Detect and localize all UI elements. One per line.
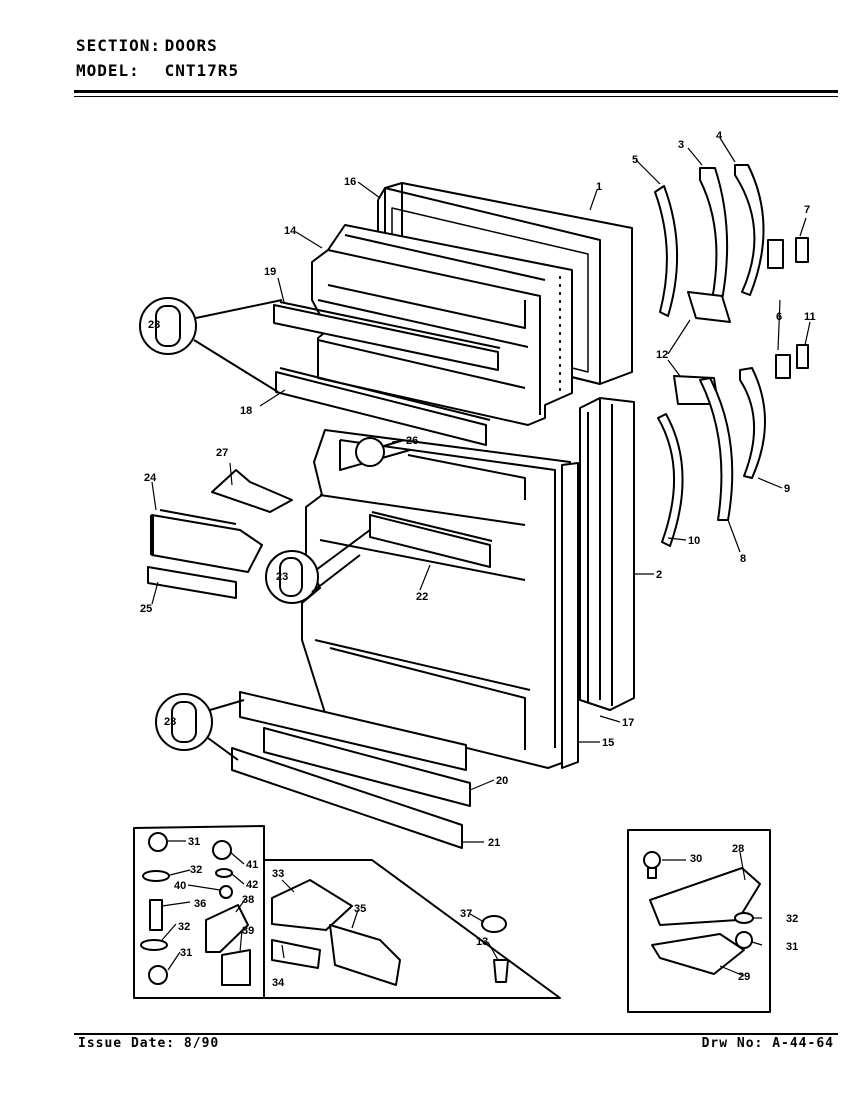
hinge-bracket-12a xyxy=(687,291,731,323)
callout-38: 38 xyxy=(242,894,254,906)
callout-13: 13 xyxy=(476,936,488,948)
callout-5: 5 xyxy=(632,154,638,166)
callout-34: 34 xyxy=(272,977,285,989)
shelf-bar-21 xyxy=(231,747,463,849)
callout-23-mid: 23 xyxy=(276,571,288,583)
part-11 xyxy=(796,344,809,369)
hinge-cover-10 xyxy=(657,413,684,547)
header-rule xyxy=(74,90,838,93)
shelf-bar-20 xyxy=(239,691,471,807)
callout-36: 36 xyxy=(194,898,206,910)
callout-6: 6 xyxy=(776,311,782,323)
dairy-door-24 xyxy=(150,509,263,573)
callout-31-bottom: 31 xyxy=(180,947,192,959)
callout-41: 41 xyxy=(246,859,258,871)
detail-23-mid xyxy=(265,529,371,604)
fresh-food-door-outer xyxy=(579,397,635,711)
callout-39: 39 xyxy=(242,925,254,937)
callout-3: 3 xyxy=(678,139,684,151)
callout-26: 26 xyxy=(406,435,418,447)
callout-1: 1 xyxy=(596,181,602,193)
door-strip-15 xyxy=(561,462,579,769)
callout-18: 18 xyxy=(240,405,252,417)
callout-27: 27 xyxy=(216,447,228,459)
detail-23-bottom xyxy=(155,693,245,761)
part-6a xyxy=(767,239,784,269)
freezer-shelf-bar-19 xyxy=(273,301,501,371)
callout-12: 12 xyxy=(656,349,668,361)
callout-15: 15 xyxy=(602,737,614,749)
model-value: CNT17R5 xyxy=(164,61,240,80)
callout-4: 4 xyxy=(716,130,723,142)
section-heading: SECTION: DOORS xyxy=(76,36,218,55)
butter-dish-27 xyxy=(211,469,293,513)
callout-21: 21 xyxy=(488,837,500,849)
issue-date: Issue Date: 8/90 xyxy=(78,1036,220,1051)
hinge-4 xyxy=(734,164,765,296)
callout-11: 11 xyxy=(804,311,816,323)
callout-29: 29 xyxy=(738,971,750,983)
drawing-number: Drw No: A-44-64 xyxy=(701,1036,834,1051)
callout-7: 7 xyxy=(804,204,810,216)
callout-8: 8 xyxy=(740,553,746,565)
callout-40: 40 xyxy=(174,880,186,892)
callout-42: 42 xyxy=(246,879,258,891)
hinge-cover-5 xyxy=(654,185,679,317)
detail-23-top xyxy=(139,297,283,393)
section-label: SECTION: xyxy=(76,36,162,55)
header-rule-thin xyxy=(74,96,838,97)
dairy-bar-22 xyxy=(369,511,493,568)
callout-14: 14 xyxy=(284,225,297,237)
callout-31-right: 31 xyxy=(786,941,798,953)
model-label: MODEL: xyxy=(76,61,140,80)
model-heading: MODEL: CNT17R5 xyxy=(76,61,239,80)
callout-33: 33 xyxy=(272,868,284,880)
part-6 xyxy=(775,354,791,379)
callout-30: 30 xyxy=(690,853,702,865)
footer-rule xyxy=(74,1033,838,1035)
small-parts-box-left xyxy=(133,825,561,999)
callout-24: 24 xyxy=(144,472,157,484)
freezer-shelf-bar-18 xyxy=(275,367,491,446)
section-value: DOORS xyxy=(164,36,218,55)
leader-lines xyxy=(151,137,811,977)
callout-31-top: 31 xyxy=(188,836,200,848)
callout-17: 17 xyxy=(622,717,634,729)
callout-19: 19 xyxy=(264,266,276,278)
detail-26 xyxy=(355,437,405,467)
callout-35: 35 xyxy=(354,903,366,915)
callout-16: 16 xyxy=(344,176,356,188)
callout-labels: 1 2 3 4 5 6 7 8 9 10 11 12 13 14 15 16 1… xyxy=(140,130,816,989)
callout-32-top: 32 xyxy=(190,864,202,876)
label-25 xyxy=(147,566,237,599)
callout-23-bottom: 23 xyxy=(164,716,176,728)
callout-23-top: 23 xyxy=(148,319,160,331)
callout-10: 10 xyxy=(688,535,700,547)
freezer-door-liner xyxy=(311,224,573,426)
callout-32-right: 32 xyxy=(786,913,798,925)
hinge-8 xyxy=(699,377,734,521)
callout-32-bottom: 32 xyxy=(178,921,190,933)
callout-37: 37 xyxy=(460,908,472,920)
callout-28: 28 xyxy=(732,843,744,855)
callout-2: 2 xyxy=(656,569,662,581)
hinge-3 xyxy=(699,167,729,301)
part-7 xyxy=(795,237,809,263)
hinge-9 xyxy=(739,367,766,479)
callout-20: 20 xyxy=(496,775,508,787)
small-parts-box-right xyxy=(627,829,771,1013)
callout-25: 25 xyxy=(140,603,152,615)
callout-22: 22 xyxy=(416,591,428,603)
callout-9: 9 xyxy=(784,483,790,495)
